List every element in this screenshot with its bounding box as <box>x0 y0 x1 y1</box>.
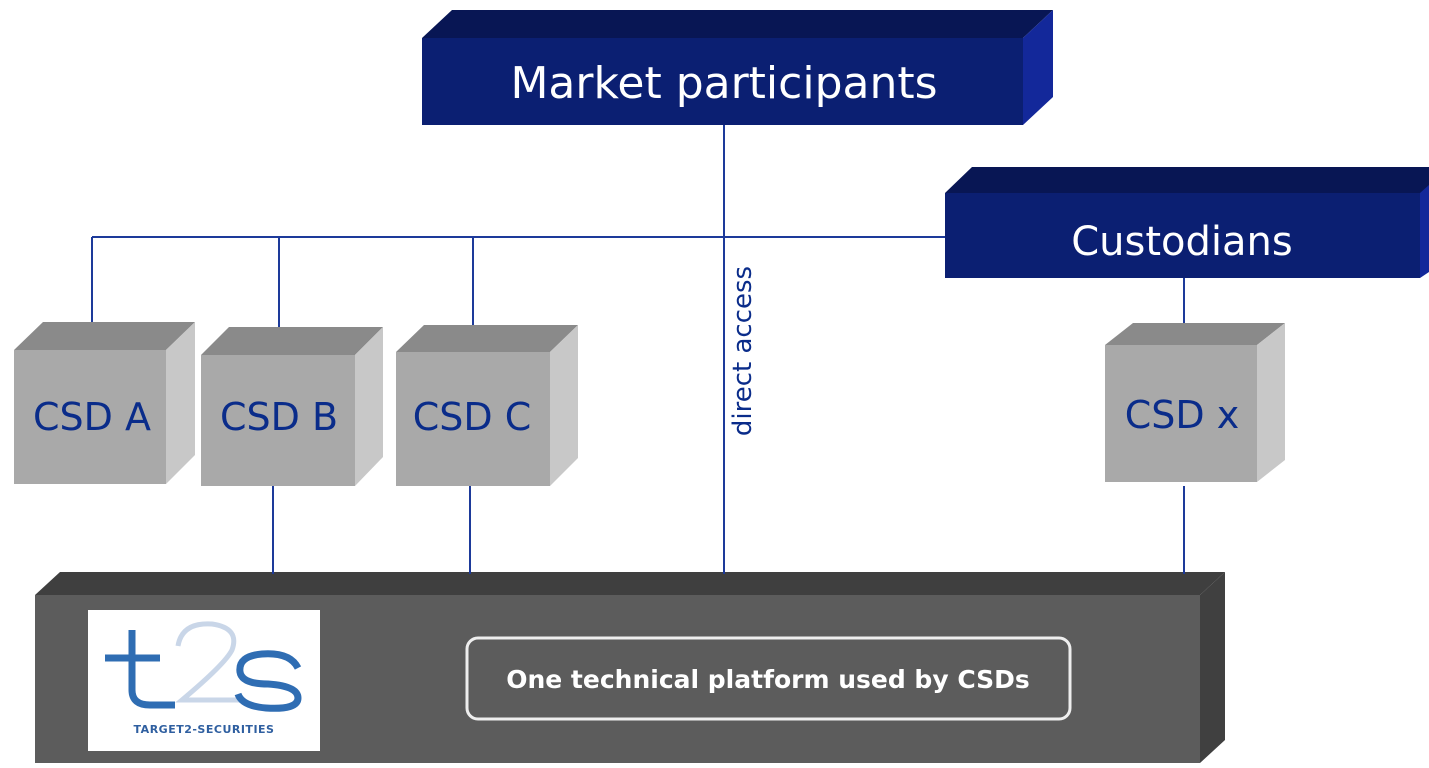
csd-box-b-side <box>355 327 383 486</box>
platform-slab-side <box>1200 572 1225 763</box>
csd-x-label: CSD x <box>1125 393 1239 437</box>
t2s-logo-2-glyph <box>175 621 240 703</box>
platform-slab-top <box>35 572 1225 595</box>
market-participants-box-side <box>1023 10 1053 125</box>
csd-b-label: CSD B <box>220 395 338 439</box>
t2s-logo-mark <box>105 621 302 712</box>
platform-label: One technical platform used by CSDs <box>465 636 1072 721</box>
csd-c-label: CSD C <box>413 395 532 439</box>
csd-box-c-front <box>396 352 550 486</box>
csd-box-c-side <box>550 325 578 486</box>
csd-box-a-top <box>14 322 195 350</box>
t2s-logo-t-glyph <box>128 630 175 709</box>
csd-box-b-top <box>201 327 383 355</box>
t2s-logo-subtitle: TARGET2-SECURITIES <box>134 723 275 736</box>
platform-label-frame <box>465 636 1072 721</box>
market-participants-box: Market participants <box>422 10 1053 125</box>
custodians-box-side <box>1420 185 1429 278</box>
custodians-box-top <box>945 167 1429 193</box>
csd-a-label: CSD A <box>33 395 151 439</box>
t2s-logo: TARGET2-SECURITIES <box>88 610 320 751</box>
platform-label-text: One technical platform used by CSDs <box>506 665 1030 694</box>
market-participants-label: Market participants <box>510 58 937 109</box>
csd-box-x-front <box>1105 345 1257 482</box>
market-participants-box-front <box>422 38 1023 125</box>
csd-box-b-front <box>201 355 355 486</box>
direct-access-label: direct access <box>728 266 758 436</box>
custodians-label: Custodians <box>1071 219 1292 265</box>
market-participants-box-top <box>422 10 1053 38</box>
t2s-logo-s-glyph <box>234 650 302 712</box>
csd-box-c-top <box>396 325 578 352</box>
custodians-box: Custodians <box>945 167 1429 278</box>
csd-box-a-side <box>166 322 195 484</box>
csd-box-a: CSD A <box>14 322 195 484</box>
csd-box-x-side <box>1257 323 1285 482</box>
csd-box-x-top <box>1105 323 1285 345</box>
connectors <box>91 125 1185 574</box>
csd-box-b: CSD B <box>201 327 383 486</box>
csd-box-x: CSD x <box>1105 323 1285 482</box>
csd-box-a-front <box>14 350 166 484</box>
custodians-box-front <box>945 193 1420 278</box>
csd-box-c: CSD C <box>396 325 578 486</box>
